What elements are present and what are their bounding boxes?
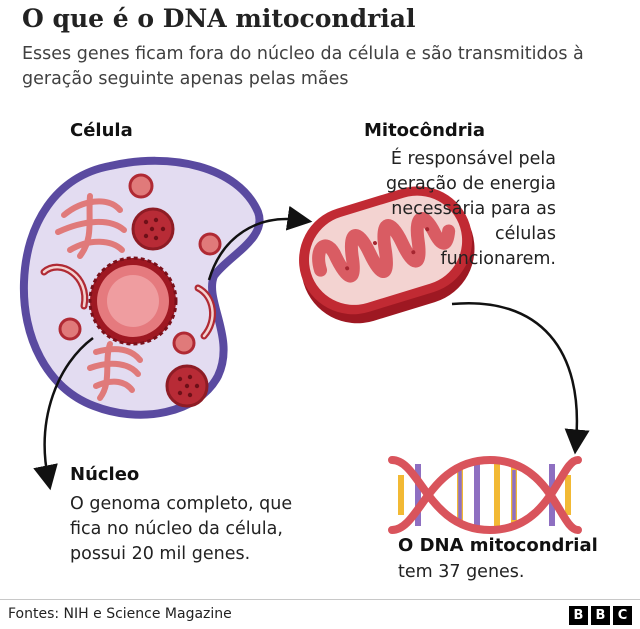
mtdna-label: O DNA mitocondrial <box>398 535 598 556</box>
footer-divider <box>0 599 640 600</box>
nucleus-description-line: possui 20 mil genes. <box>70 544 251 564</box>
mitochondrion-description-line: necessária para as <box>391 199 556 219</box>
bbc-logo-letter: C <box>613 606 632 625</box>
mitochondrion-illustration <box>299 186 475 324</box>
bbc-logo-letter: B <box>591 606 610 625</box>
nucleus-label: Núcleo <box>70 464 140 485</box>
ribosome <box>58 317 82 341</box>
footer-source: Fontes: NIH e Science Magazine <box>8 606 232 622</box>
golgi-apparatus <box>87 341 143 401</box>
bbc-logo-letter: B <box>569 606 588 625</box>
arrow-nucleus-to-label <box>33 336 94 491</box>
nucleus-description-line: O genoma completo, que <box>70 494 293 514</box>
dna-helix <box>388 455 582 535</box>
page-subtitle: Esses genes ficam fora do núcleo da célu… <box>22 44 584 89</box>
arrow-cell-to-mitochondrion <box>207 205 313 281</box>
endoplasmic-reticulum <box>55 193 127 259</box>
mitochondrial-cristae <box>312 212 456 283</box>
mitochondrion-description-line: geração de energia <box>385 174 556 194</box>
ribosome <box>172 331 196 355</box>
ribosome <box>198 232 222 256</box>
mtdna-description: tem 37 genes. <box>398 562 525 582</box>
cell-illustration <box>19 156 264 419</box>
bbc-logo: B B C <box>569 606 632 625</box>
arrow-mitochondrion-to-dna <box>451 301 590 455</box>
nucleus <box>88 256 178 346</box>
mitochondrion-description-line: células <box>494 224 556 244</box>
mitochondrion-description-line: funcionarem. <box>440 249 556 269</box>
dna-strand <box>388 455 582 534</box>
page-title: O que é o DNA mitocondrial <box>22 4 416 33</box>
nucleus-description: O genoma completo, que fica no núcleo da… <box>70 492 330 567</box>
dna-strand <box>388 456 582 535</box>
mitochondrion-description: É responsável pela geração de energia ne… <box>366 147 556 272</box>
nucleus-description-line: fica no núcleo da célula, <box>70 519 283 539</box>
mitochondrion-label: Mitocôndria <box>364 120 485 141</box>
ribosome <box>128 173 154 199</box>
mitochondrion-description-line: É responsável pela <box>390 149 556 169</box>
cell-label: Célula <box>70 120 133 141</box>
